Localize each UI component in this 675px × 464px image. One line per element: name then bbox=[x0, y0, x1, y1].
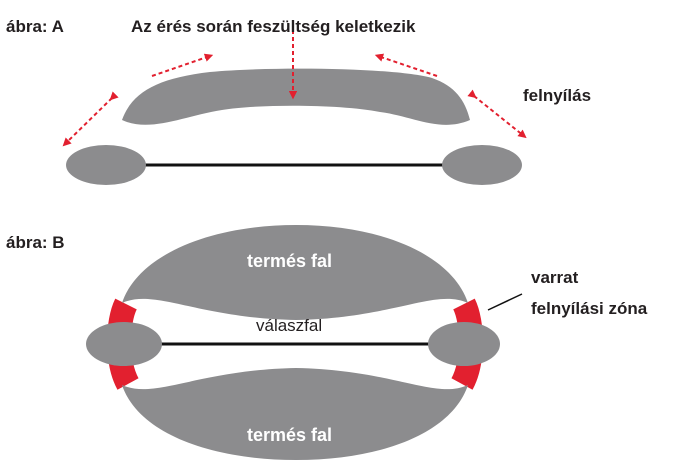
figure-b-label: ábra: B bbox=[6, 233, 65, 252]
fig-a-opening-arrow-right bbox=[467, 89, 527, 139]
lower-wall-label: termés fal bbox=[247, 425, 333, 445]
fig-a-fruit-wall bbox=[122, 68, 470, 125]
opening-label: felnyílás bbox=[523, 86, 592, 105]
stress-caption: Az érés során feszültség keletkezik bbox=[131, 17, 416, 36]
fig-b-left-node bbox=[86, 322, 162, 366]
fig-b-lower-wall bbox=[122, 368, 468, 460]
seam-label: varrat bbox=[531, 268, 579, 287]
figure-a-label: ábra: A bbox=[6, 17, 64, 36]
fig-a-right-node bbox=[442, 145, 522, 185]
dehiscence-zone-label: felnyílási zóna bbox=[531, 299, 648, 318]
fig-a-left-node bbox=[66, 145, 146, 185]
septum-label: válaszfal bbox=[256, 316, 323, 335]
fig-a-opening-arrow-left bbox=[62, 91, 119, 147]
fig-a-stress-arrow-right bbox=[374, 53, 438, 77]
fig-b-seam-leader-line bbox=[487, 293, 523, 311]
fig-b-upper-wall bbox=[122, 225, 468, 320]
upper-wall-label: termés fal bbox=[247, 251, 333, 271]
fig-b-right-node bbox=[428, 322, 500, 366]
fig-a-stress-arrow-left bbox=[151, 53, 214, 77]
